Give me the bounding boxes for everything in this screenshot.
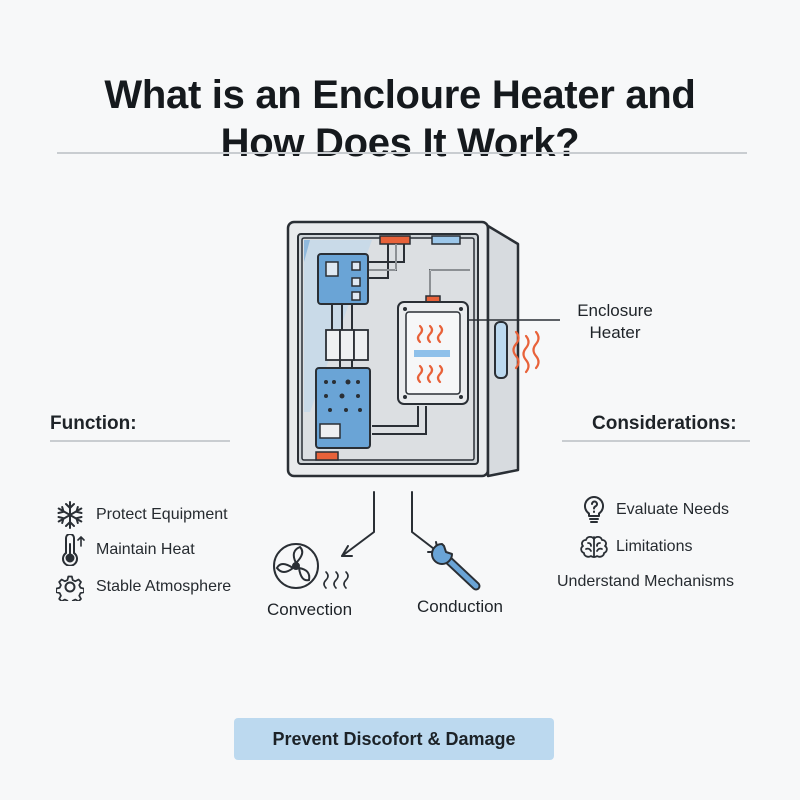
thermometer-icon [54, 534, 86, 566]
convection-waves [323, 571, 349, 589]
consideration-item-limitations: Limitations [578, 531, 692, 563]
callout-line-1: Enclosure [577, 301, 653, 320]
heater-indicator-bar [414, 350, 450, 357]
conduction-label: Conduction [417, 597, 504, 616]
wrench-icon [431, 543, 481, 591]
callout-line-2: Heater [589, 323, 641, 342]
page-title: What is an Encloure Heater and How Does … [0, 71, 800, 167]
considerations-divider [562, 440, 750, 442]
fan-icon [273, 543, 319, 589]
heater-heat-waves-top [416, 324, 444, 344]
consideration-item-understand-mechanisms: Understand Mechanisms [557, 573, 734, 591]
gear-icon [54, 571, 86, 603]
title-line-1: What is an Encloure Heater and [104, 72, 696, 117]
function-item-label: Stable Atmosphere [96, 578, 232, 595]
prevent-damage-banner: Prevent Discofort & Damage [234, 718, 554, 760]
terminal-block [325, 329, 369, 361]
door-handle [494, 321, 508, 379]
title-line-2: How Does It Work? [220, 120, 580, 165]
considerations-heading: Considerations: [592, 413, 737, 434]
function-item-protect-equipment: Protect Equipment [54, 499, 228, 531]
function-item-label: Maintain Heat [96, 541, 195, 558]
function-item-label: Protect Equipment [96, 506, 228, 523]
top-connector-orange [379, 235, 411, 245]
control-module-top [317, 253, 369, 305]
top-connector-blue [431, 235, 461, 245]
consideration-item-label: Limitations [616, 538, 693, 555]
enclosure-heater-callout: Enclosure Heater [560, 300, 670, 344]
function-item-maintain-heat: Maintain Heat [54, 534, 195, 566]
convection-label: Convection [267, 600, 353, 619]
consideration-item-label: Evaluate Needs [616, 501, 729, 518]
flow-arrows [341, 491, 439, 557]
bottom-connector-orange [315, 451, 339, 461]
external-heat-waves [512, 330, 540, 374]
brain-icon [578, 531, 610, 563]
control-module-bottom [315, 367, 371, 449]
consideration-item-label: Understand Mechanisms [557, 573, 734, 590]
lightbulb-icon [578, 494, 610, 526]
function-heading: Function: [50, 413, 137, 434]
function-divider [50, 440, 230, 442]
title-divider [57, 152, 747, 154]
snowflake-icon [54, 499, 86, 531]
heater-heat-waves-bottom [416, 364, 444, 384]
function-item-stable-atmosphere: Stable Atmosphere [54, 571, 231, 603]
consideration-item-evaluate-needs: Evaluate Needs [578, 494, 729, 526]
banner-text: Prevent Discofort & Damage [272, 728, 516, 749]
